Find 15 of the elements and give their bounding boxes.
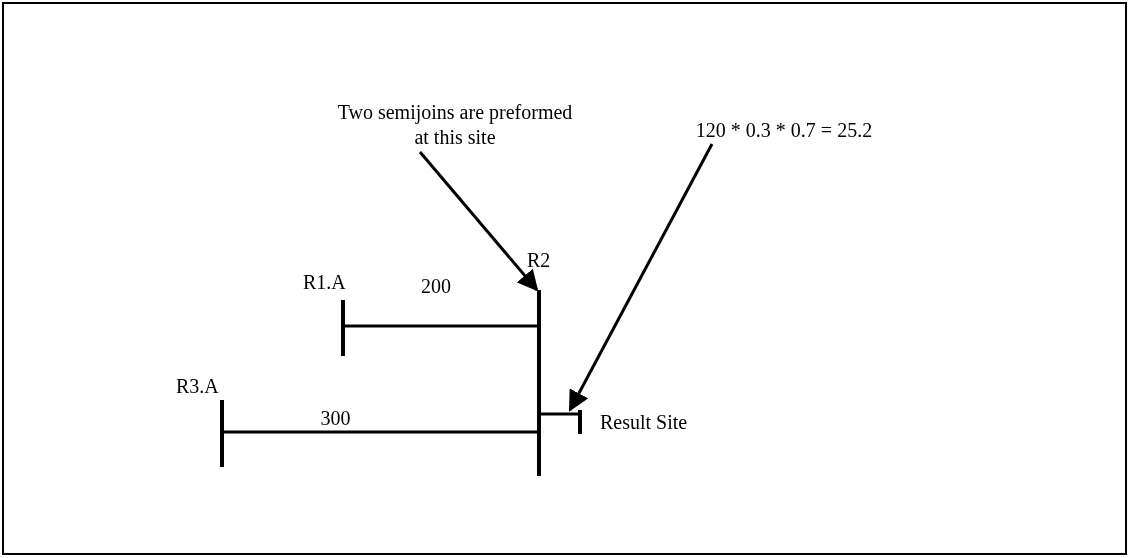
- annotation-text: Two semijoins are preformed at this site: [335, 100, 575, 152]
- arrow: [418, 151, 539, 292]
- connector-line: [541, 412, 578, 416]
- site-bar: [537, 290, 541, 476]
- site-bar: [578, 410, 582, 434]
- site-label: Result Site: [600, 410, 688, 434]
- site-bar: [341, 300, 345, 356]
- annotation-text: 120 * 0.3 * 0.7 = 25.2: [664, 118, 904, 144]
- connector-line: [345, 324, 537, 328]
- arrow: [568, 143, 714, 412]
- connector-line: [224, 430, 537, 434]
- site-label: R2: [527, 248, 551, 272]
- site-label: R3.A: [176, 374, 219, 398]
- site-label: R1.A: [303, 270, 346, 294]
- site-bar: [220, 400, 224, 467]
